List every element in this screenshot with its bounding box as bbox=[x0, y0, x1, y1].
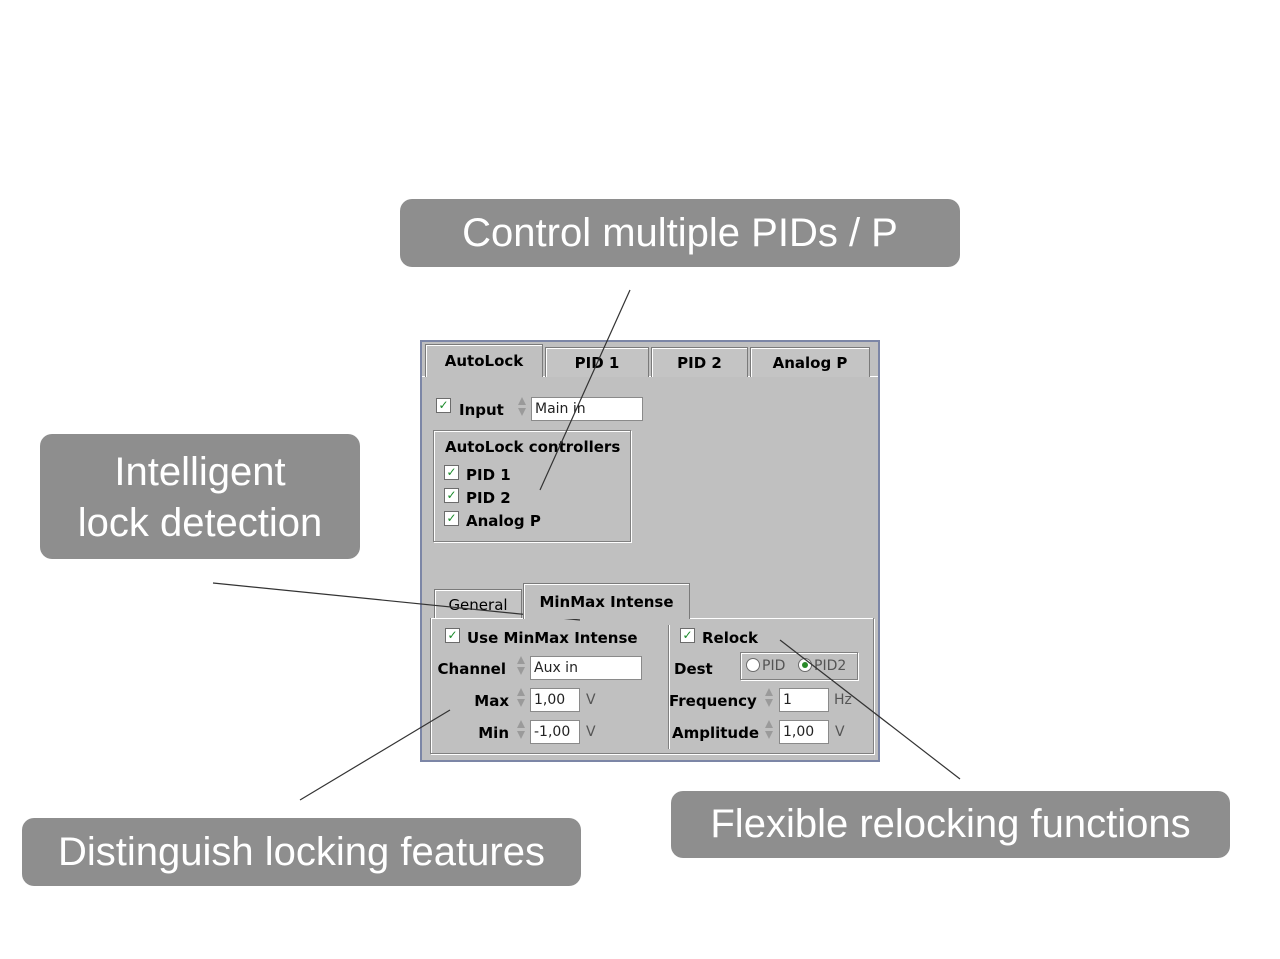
max-field[interactable]: 1,00 bbox=[530, 688, 580, 712]
amplitude-spinner[interactable] bbox=[763, 717, 775, 747]
leader-line-intelligent bbox=[212, 582, 581, 621]
channel-spinner[interactable] bbox=[515, 653, 527, 683]
autolock-controllers-group bbox=[433, 430, 631, 542]
amplitude-field[interactable]: 1,00 bbox=[779, 720, 829, 744]
frequency-field[interactable]: 1 bbox=[779, 688, 829, 712]
pid2-controller-label: PID 2 bbox=[466, 489, 511, 507]
input-source-field[interactable]: Main in bbox=[531, 397, 643, 421]
callout-intelligent-line1: Intelligent bbox=[114, 449, 286, 494]
analog-p-controller-checkbox[interactable]: ✓ bbox=[444, 511, 459, 526]
max-spinner[interactable] bbox=[515, 685, 527, 715]
amplitude-unit: V bbox=[835, 724, 845, 740]
relock-checkbox[interactable]: ✓ bbox=[680, 628, 695, 643]
use-minmax-checkbox[interactable]: ✓ bbox=[445, 628, 460, 643]
input-spinner[interactable] bbox=[516, 394, 528, 424]
frequency-label: Frequency bbox=[669, 692, 757, 710]
min-field[interactable]: -1,00 bbox=[530, 720, 580, 744]
tab-minmax-intense-label: MinMax Intense bbox=[539, 592, 674, 611]
dest-radio-group bbox=[740, 652, 858, 680]
autolock-controllers-title: AutoLock controllers bbox=[445, 438, 621, 456]
frequency-spinner[interactable] bbox=[763, 685, 775, 715]
leader-line-flexible bbox=[779, 639, 961, 780]
pid1-controller-checkbox[interactable]: ✓ bbox=[444, 465, 459, 480]
frequency-unit: Hz bbox=[834, 692, 852, 708]
leader-line-control bbox=[539, 289, 631, 491]
max-unit: V bbox=[586, 692, 596, 708]
tab-analog-p[interactable]: Analog P bbox=[750, 347, 870, 377]
min-label: Min bbox=[478, 724, 509, 742]
min-unit: V bbox=[586, 724, 596, 740]
dest-label: Dest bbox=[674, 660, 713, 678]
tab-pid2-label: PID 2 bbox=[677, 353, 722, 372]
callout-distinguish-text: Distinguish locking features bbox=[58, 829, 545, 874]
pid2-controller-checkbox[interactable]: ✓ bbox=[444, 488, 459, 503]
callout-flexible-text: Flexible relocking functions bbox=[710, 802, 1191, 846]
callout-distinguish-features: Distinguish locking features bbox=[22, 818, 581, 886]
relock-label: Relock bbox=[702, 629, 759, 647]
use-minmax-label: Use MinMax Intense bbox=[467, 629, 638, 647]
top-tab-baseline bbox=[422, 376, 878, 377]
channel-field[interactable]: Aux in bbox=[530, 656, 642, 680]
tab-minmax-intense[interactable]: MinMax Intense bbox=[523, 583, 690, 619]
tab-autolock[interactable]: AutoLock bbox=[425, 344, 543, 377]
pid1-controller-label: PID 1 bbox=[466, 466, 511, 484]
callout-control-multiple: Control multiple PIDs / P bbox=[400, 199, 960, 267]
input-checkbox[interactable]: ✓ bbox=[436, 398, 451, 413]
min-spinner[interactable] bbox=[515, 717, 527, 747]
analog-p-controller-label: Analog P bbox=[466, 512, 541, 530]
autolock-panel: AutoLock PID 1 PID 2 Analog P ✓ Input Ma… bbox=[420, 340, 880, 762]
callout-intelligent-lock: Intelligent lock detection bbox=[40, 434, 360, 559]
dest-radio-pid[interactable] bbox=[746, 658, 760, 672]
tab-pid2[interactable]: PID 2 bbox=[651, 347, 748, 377]
dest-radio-pid2-label: PID2 bbox=[814, 658, 847, 674]
tab-general-label: General bbox=[448, 595, 508, 614]
dest-radio-pid-label: PID bbox=[762, 658, 786, 674]
amplitude-label: Amplitude bbox=[672, 724, 760, 742]
channel-label: Channel bbox=[437, 660, 506, 678]
callout-intelligent-line2: lock detection bbox=[77, 500, 323, 545]
column-divider bbox=[668, 625, 670, 749]
callout-control-text: Control multiple PIDs / P bbox=[462, 210, 898, 255]
input-label: Input bbox=[459, 401, 504, 419]
max-label: Max bbox=[474, 692, 509, 710]
tab-general[interactable]: General bbox=[434, 589, 522, 619]
minmax-tab-content bbox=[430, 618, 874, 754]
tab-autolock-label: AutoLock bbox=[444, 352, 524, 370]
tab-analog-p-label: Analog P bbox=[772, 353, 848, 372]
callout-flexible-relocking: Flexible relocking functions bbox=[671, 791, 1230, 858]
leader-line-distinguish bbox=[299, 709, 451, 801]
